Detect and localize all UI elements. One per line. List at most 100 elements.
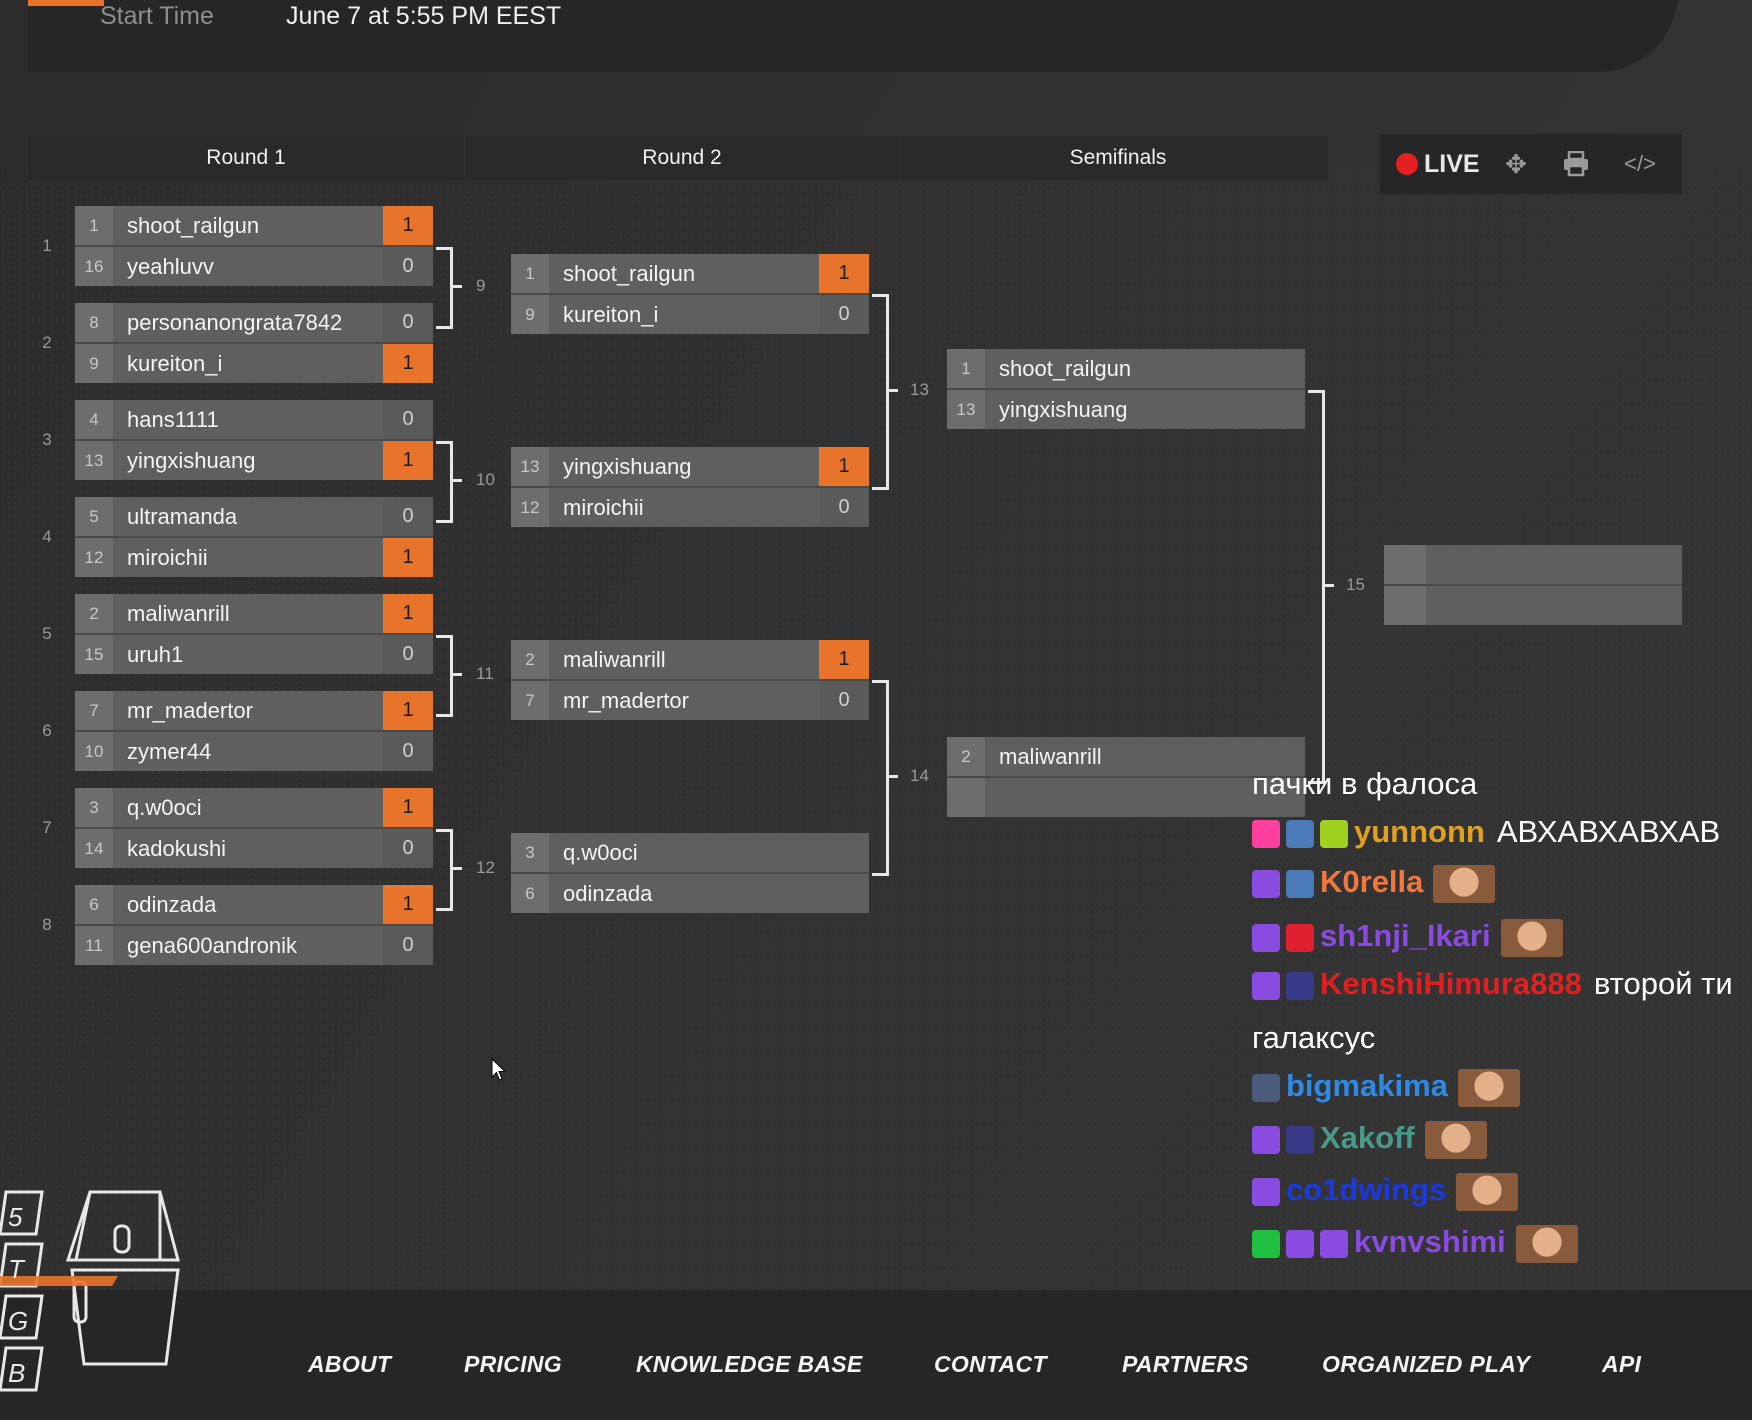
footer-link-about[interactable]: ABOUT (308, 1351, 392, 1377)
player-slot[interactable] (947, 778, 1305, 817)
chat-username: KenshiHimura888 (1320, 966, 1582, 1001)
bracket-connector-stub (450, 285, 462, 288)
footer-link-contact[interactable]: CONTACT (934, 1351, 1047, 1377)
seed-number: 5 (75, 497, 113, 536)
live-dot-icon (1396, 153, 1418, 175)
print-icon[interactable] (1556, 144, 1596, 184)
player-name: kureiton_i (563, 302, 659, 327)
score-cell: 1 (383, 691, 433, 730)
seed-number: 13 (947, 390, 985, 429)
match-number: 5 (42, 624, 52, 643)
input-overlay-logo: 5 T G B (0, 1190, 180, 1392)
header-accent-bar (28, 0, 104, 6)
chat-message: Xakoff (1252, 1120, 1487, 1159)
round-divider (900, 136, 902, 180)
chat-text: второй ти (1593, 966, 1733, 1001)
match-number: 9 (476, 276, 486, 295)
footer-link-partners[interactable]: PARTNERS (1122, 1351, 1249, 1377)
player-name: odinzada (127, 892, 217, 917)
footer-link-organized-play[interactable]: ORGANIZED PLAY (1322, 1351, 1531, 1377)
chat-emote-icon (1500, 918, 1563, 957)
player-name: maliwanrill (999, 744, 1102, 769)
chat-username: yunnonn (1354, 814, 1485, 849)
player-name: maliwanrill (127, 601, 230, 626)
score-cell: 0 (383, 732, 433, 771)
player-slot[interactable]: 1 shoot_railgun (947, 349, 1305, 390)
bracket-connector-stub (886, 775, 898, 778)
score-cell: 0 (383, 497, 433, 536)
player-name: odinzada (563, 881, 653, 906)
mouse-cursor-icon (491, 1058, 507, 1081)
logo-letter: T (8, 1254, 26, 1284)
start-time-label: Start Time (100, 2, 214, 30)
footer-link-api[interactable]: API (1602, 1351, 1642, 1377)
score-cell: 1 (383, 538, 433, 577)
score-cell: 0 (383, 829, 433, 868)
player-slot[interactable]: 2 maliwanrill (947, 737, 1305, 778)
logo-letter: 5 (8, 1202, 23, 1232)
score-cell: 0 (383, 303, 433, 342)
footer-link-knowledge-base[interactable]: KNOWLEDGE BASE (636, 1351, 863, 1377)
semifinals-header: Semifinals (1069, 146, 1167, 169)
match-number: 15 (1346, 575, 1365, 594)
round-divider (464, 136, 466, 180)
embed-code-icon[interactable]: </> (1624, 151, 1656, 176)
final-match-box[interactable] (1384, 545, 1682, 625)
match-number: 3 (42, 430, 52, 449)
chat-message: галаксус (1252, 1020, 1375, 1056)
player-name: yingxishuang (999, 397, 1128, 422)
bracket-connector (436, 247, 453, 329)
player-name: uruh1 (127, 642, 184, 667)
score-cell: 1 (383, 885, 433, 924)
seed-number: 12 (75, 538, 113, 577)
player-name: yingxishuang (563, 454, 692, 479)
player-slot[interactable]: 13 yingxishuang (947, 390, 1305, 429)
player-name: shoot_railgun (999, 356, 1132, 381)
chat-message: sh1nji_Ikari (1252, 918, 1563, 957)
match-number: 11 (476, 664, 494, 683)
chat-text: пачки в фалоса (1252, 766, 1478, 801)
move-icon[interactable]: ✥ (1505, 148, 1527, 179)
chat-emote-icon (1433, 864, 1496, 903)
seed-number: 10 (75, 732, 113, 771)
score-cell: 0 (383, 926, 433, 965)
seed-number: 2 (947, 737, 985, 776)
chat-badge-icon (1286, 819, 1314, 848)
seed-number: 2 (511, 640, 549, 679)
seed-number: 1 (947, 349, 985, 388)
live-button[interactable]: LIVE (1396, 148, 1480, 180)
match-number: 2 (42, 333, 52, 352)
round-header-bar (28, 136, 1328, 180)
footer-link-pricing[interactable]: PRICING (464, 1351, 562, 1377)
player-name: miroichii (563, 495, 644, 520)
chat-username: sh1nji_Ikari (1320, 918, 1491, 953)
chat-badge-icon (1252, 1177, 1280, 1206)
chat-message: KenshiHimura888 второй ти (1252, 966, 1733, 1002)
seed-number: 13 (75, 441, 113, 480)
